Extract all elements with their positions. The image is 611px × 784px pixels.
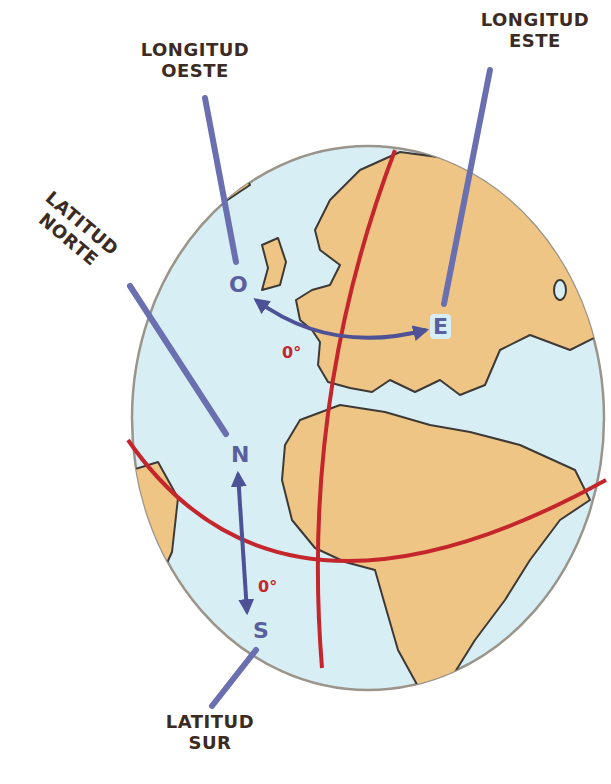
british-isles	[262, 238, 286, 290]
leader-line	[205, 98, 236, 262]
direction-letter: N	[228, 442, 252, 467]
equator-line	[128, 440, 606, 561]
latitude-arrow	[238, 474, 247, 612]
leader-line	[130, 286, 226, 434]
direction-letter: S	[250, 618, 272, 643]
leader-line	[444, 70, 490, 304]
direction-letter: E	[430, 314, 451, 339]
longitude-arrow	[256, 300, 426, 338]
south-america	[132, 462, 178, 600]
madagascar	[579, 586, 591, 614]
callout-label: LONGITUD OESTE	[130, 40, 260, 81]
degree-mark: 0°	[256, 578, 279, 596]
callout-label: LONGITUD ESTE	[470, 10, 600, 51]
meridian-line	[318, 150, 395, 668]
callout-label: LATITUD SUR	[155, 712, 265, 753]
degree-mark: 0°	[280, 344, 303, 362]
lake	[554, 280, 566, 300]
leader-line	[212, 650, 256, 706]
callout-label: LATITUD NORTE	[16, 177, 135, 286]
africa	[282, 405, 590, 690]
direction-letter: O	[226, 272, 251, 297]
